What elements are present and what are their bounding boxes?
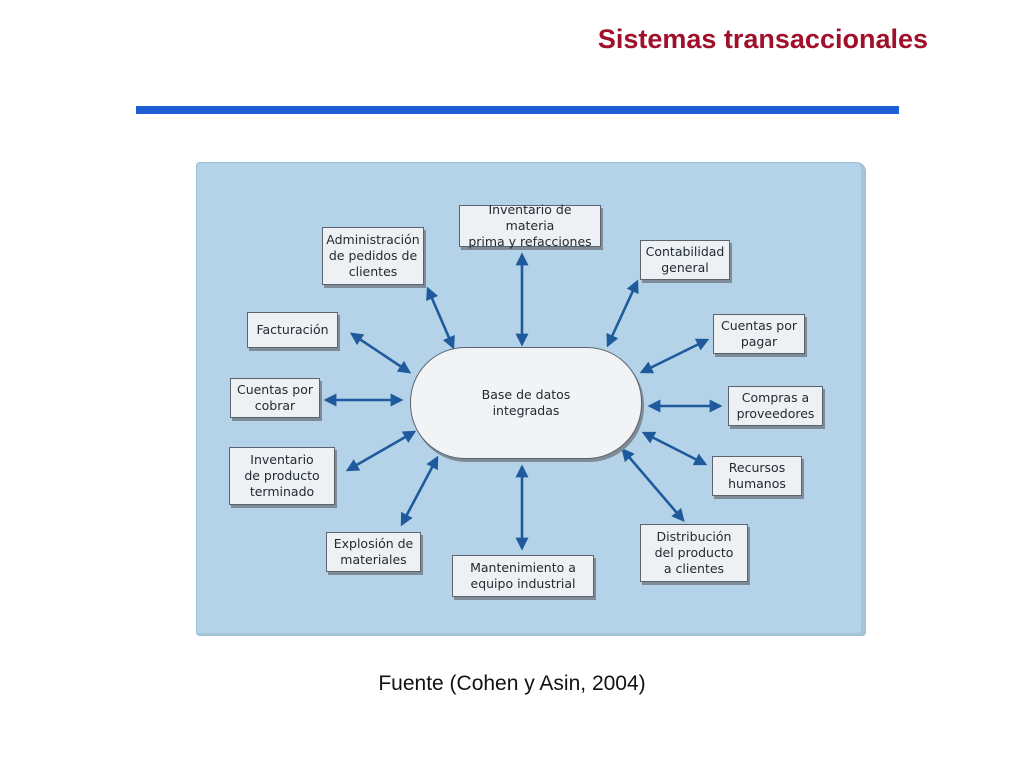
node-cuentas-cobrar: Cuentas por cobrar [230,378,320,418]
source-caption: Fuente (Cohen y Asin, 2004) [378,672,646,695]
node-facturacion: Facturación [247,312,338,348]
node-inventario-materia: Inventario de materia prima y refaccione… [459,202,601,249]
arrow-recursos-humanos [641,431,708,466]
node-cuentas-pagar: Cuentas por pagar [713,314,805,354]
node-administracion-pedidos: Administración de pedidos de clientes [322,227,424,285]
title-underline [136,106,899,114]
arrow-administracion-pedidos [426,286,455,350]
arrow-explosion-materiales [400,455,439,527]
node-recursos-humanos: Recursos humanos [712,456,802,496]
arrow-facturacion [349,332,412,374]
arrow-contabilidad [606,279,639,348]
slide-title: Sistemas transaccionales [597,24,928,54]
node-contabilidad: Contabilidad general [640,240,730,280]
diagram-arrows [323,252,723,551]
arrow-cuentas-pagar [639,338,710,374]
node-explosion-materiales: Explosión de materiales [326,532,421,572]
node-inventario-producto: Inventario de producto terminado [229,447,335,505]
diagram-figure: Administración de pedidos de clientes In… [196,162,866,636]
node-compras-proveedores: Compras a proveedores [728,386,823,426]
node-mantenimiento: Mantenimiento a equipo industrial [452,555,594,597]
node-distribucion: Distribución del producto a clientes [640,524,748,582]
arrow-inventario-producto [345,430,417,472]
arrow-distribucion [621,448,685,522]
center-node-base-datos: Base de datos integradas [410,347,642,459]
